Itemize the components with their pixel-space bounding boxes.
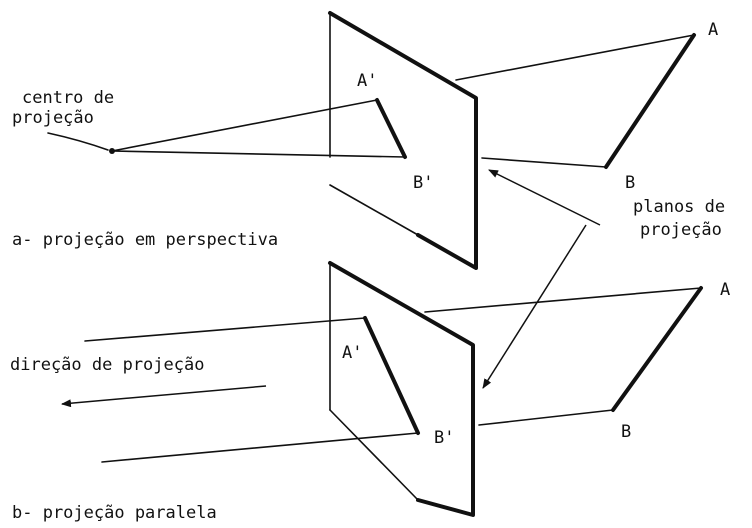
label-planes-line1: planos de xyxy=(633,197,725,217)
object-line-bottom-outline xyxy=(424,287,702,313)
parallel-projector-A xyxy=(84,317,366,342)
label-A-top: A xyxy=(708,20,718,40)
projector-to-A-prime xyxy=(111,99,378,152)
label-center-line2: projeção xyxy=(12,108,94,128)
object-segment-AB-top xyxy=(604,33,696,169)
direction-of-projection-arrow xyxy=(61,385,267,408)
arrow-to-bottom-plane xyxy=(482,224,587,389)
planes-label-group: planos de projeção xyxy=(482,169,725,389)
projection-plane-top-right-edge xyxy=(328,11,478,270)
label-direction: direção de projeção xyxy=(10,355,204,375)
perspective-projection-group: centro de projeção A' B' A B a- projeção… xyxy=(12,11,718,270)
label-B-prime-top: B' xyxy=(413,173,433,193)
label-B-bottom: B xyxy=(621,422,631,442)
projection-plane-top-left-edge xyxy=(329,184,419,236)
object-line-top-outline xyxy=(455,34,695,81)
center-leader-line xyxy=(47,132,109,151)
object-line-bottom-lower xyxy=(478,409,614,426)
parallel-projector-B xyxy=(101,432,419,463)
center-of-projection-point xyxy=(109,148,115,154)
caption-perspective: a- projeção em perspectiva xyxy=(12,230,278,250)
label-A-bottom: A xyxy=(720,280,730,300)
projected-segment-AB-prime-bottom xyxy=(363,316,420,435)
projected-segment-AB-prime-top xyxy=(375,98,407,159)
label-B-top: B xyxy=(625,173,635,193)
label-planes-line2: projeção xyxy=(640,220,722,240)
label-A-prime-top: A' xyxy=(357,71,377,91)
parallel-projection-group: direção de projeção A' B' A B b- projeçã… xyxy=(10,261,730,523)
projection-plane-bottom-left-edge xyxy=(329,409,419,501)
projector-to-B-prime xyxy=(111,150,406,158)
object-line-top-lower xyxy=(481,157,607,168)
label-A-prime-bottom: A' xyxy=(342,343,362,363)
object-segment-AB-bottom xyxy=(611,286,703,412)
caption-parallel: b- projeção paralela xyxy=(12,503,217,523)
label-center-line1: centro de xyxy=(22,88,114,108)
projection-plane-bottom-right-edge xyxy=(328,261,475,517)
label-B-prime-bottom: B' xyxy=(434,428,454,448)
arrow-to-top-plane xyxy=(488,169,601,226)
